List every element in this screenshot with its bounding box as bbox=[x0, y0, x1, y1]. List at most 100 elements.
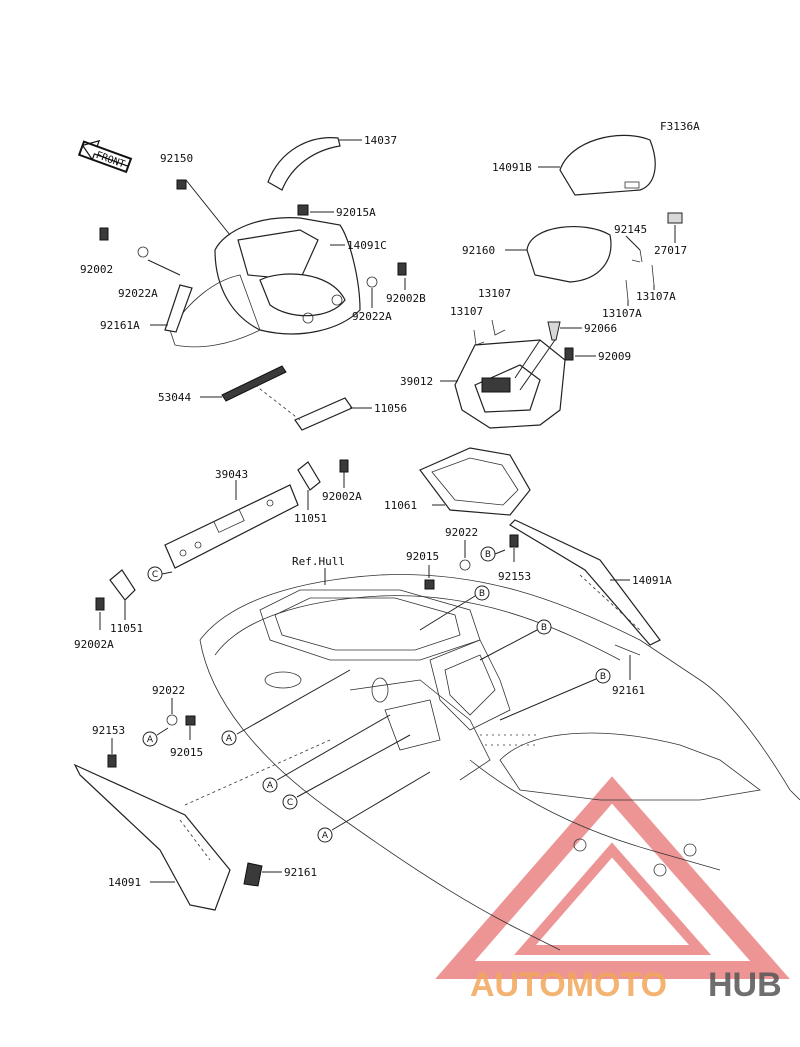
marker-a-4 bbox=[317, 827, 333, 843]
label-92145: 92145 bbox=[614, 223, 647, 236]
marker-b-2-text: B bbox=[479, 589, 485, 599]
screw-92153-2-icon bbox=[107, 754, 117, 768]
label-92022-2: 92022 bbox=[152, 684, 185, 697]
label-92022-1: 92022 bbox=[445, 526, 478, 539]
label-14091C: 14091C bbox=[347, 239, 387, 252]
label-92002B: 92002B bbox=[386, 292, 426, 305]
label-92002A-2: 92002A bbox=[74, 638, 114, 651]
marker-b-2 bbox=[474, 585, 490, 601]
label-92150: 92150 bbox=[160, 152, 193, 165]
watermark bbox=[435, 776, 790, 979]
watermark-brand-part2: HUB bbox=[708, 966, 782, 1004]
label-11051-2: 11051 bbox=[110, 622, 143, 635]
label-92002: 92002 bbox=[80, 263, 113, 276]
marker-a-1 bbox=[142, 731, 158, 747]
part-92160-shape bbox=[526, 225, 612, 283]
label-92015-2: 92015 bbox=[170, 746, 203, 759]
label-92002A-1: 92002A bbox=[322, 490, 362, 503]
part-27017-shape bbox=[667, 212, 683, 224]
label-92015A: 92015A bbox=[336, 206, 376, 219]
label-39012: 39012 bbox=[400, 375, 433, 388]
label-11056: 11056 bbox=[374, 402, 407, 415]
front-arrow-icon: FRONT bbox=[77, 139, 133, 174]
watermark-triangle-icon bbox=[435, 776, 790, 979]
part-11051-2-shape bbox=[109, 569, 136, 601]
watermark-text: AUTOMOTO HUB bbox=[470, 966, 782, 1004]
part-14091-shape bbox=[73, 763, 231, 911]
label-11051-1: 11051 bbox=[294, 512, 327, 525]
washer-92022-2-icon bbox=[166, 714, 178, 726]
marker-a-3 bbox=[262, 777, 278, 793]
marker-c-2-text: C bbox=[287, 798, 293, 808]
label-53044: 53044 bbox=[158, 391, 191, 404]
hull-body bbox=[199, 574, 800, 951]
label-92009: 92009 bbox=[598, 350, 631, 363]
label-13107A-2: 13107A bbox=[636, 290, 676, 303]
part-39043-shape bbox=[164, 484, 299, 569]
label-14091B: 14091B bbox=[492, 161, 532, 174]
figure-code: F3136A bbox=[660, 120, 700, 133]
label-27017: 27017 bbox=[654, 244, 687, 257]
screw-92153-1-icon bbox=[509, 534, 519, 548]
part-14091B-shape bbox=[559, 134, 656, 196]
nut-92015-2-icon bbox=[185, 715, 196, 726]
marker-a-2 bbox=[221, 730, 237, 746]
part-11061-shape bbox=[419, 447, 531, 516]
callout-markers: C B B B B A A A C A bbox=[142, 546, 611, 843]
label-92153-1: 92153 bbox=[498, 570, 531, 583]
watermark-brand-part1: AUTOMOTO bbox=[470, 966, 667, 1004]
label-92066: 92066 bbox=[584, 322, 617, 335]
part-53044-shape bbox=[221, 365, 287, 402]
marker-b-4 bbox=[595, 668, 611, 684]
label-14091A: 14091A bbox=[632, 574, 672, 587]
part-11051-1-shape bbox=[297, 461, 321, 491]
washer-92022A-icon bbox=[137, 246, 149, 258]
marker-c-2 bbox=[282, 794, 298, 810]
screw-92002B-icon bbox=[397, 262, 407, 276]
label-11061: 11061 bbox=[384, 499, 417, 512]
label-39043: 39043 bbox=[215, 468, 248, 481]
nut-92015-1-icon bbox=[424, 579, 435, 590]
part-92066-shape bbox=[547, 321, 561, 341]
marker-b-3 bbox=[536, 619, 552, 635]
part-92161-2-shape bbox=[243, 862, 263, 887]
screw-92002A-2-icon bbox=[95, 597, 105, 611]
screw-92150-icon bbox=[176, 179, 187, 190]
label-14091: 14091 bbox=[108, 876, 141, 889]
label-92161-1: 92161 bbox=[612, 684, 645, 697]
label-92160: 92160 bbox=[462, 244, 495, 257]
label-13107-1: 13107 bbox=[478, 287, 511, 300]
label-14037: 14037 bbox=[364, 134, 397, 147]
marker-b-4-text: B bbox=[600, 672, 606, 682]
part-14091C-shape bbox=[169, 217, 361, 348]
marker-a-4-text: A bbox=[322, 831, 329, 841]
marker-b-1-text: B bbox=[485, 550, 491, 560]
part-39012-shape bbox=[454, 339, 566, 429]
ref-hull-label: Ref.Hull bbox=[292, 555, 345, 568]
part-11056-shape bbox=[294, 397, 353, 431]
screw-92009-icon bbox=[564, 347, 574, 361]
marker-a-1-text: A bbox=[147, 735, 154, 745]
part-14091A-shape bbox=[509, 519, 661, 646]
label-92015-1: 92015 bbox=[406, 550, 439, 563]
label-92022A-1: 92022A bbox=[118, 287, 158, 300]
marker-a-3-text: A bbox=[267, 781, 274, 791]
washer-92022-1-icon bbox=[459, 559, 471, 571]
screw-92002A-1-icon bbox=[339, 459, 349, 473]
marker-a-2-text: A bbox=[226, 734, 233, 744]
label-92022A-2: 92022A bbox=[352, 310, 392, 323]
part-14037-shape bbox=[267, 137, 341, 191]
label-92161-2: 92161 bbox=[284, 866, 317, 879]
marker-b-3-text: B bbox=[541, 623, 547, 633]
watermark-inner-triangle-icon bbox=[514, 842, 712, 955]
nut-92015A-icon bbox=[297, 204, 309, 216]
part-92161A-shape bbox=[164, 284, 193, 333]
label-92161A: 92161A bbox=[100, 319, 140, 332]
washer-92022A-2-icon bbox=[366, 276, 378, 288]
marker-c-1-text: C bbox=[152, 570, 158, 580]
label-13107A-1: 13107A bbox=[602, 307, 642, 320]
screw-92002-icon bbox=[99, 227, 109, 241]
label-13107-2: 13107 bbox=[450, 305, 483, 318]
label-92153-2: 92153 bbox=[92, 724, 125, 737]
